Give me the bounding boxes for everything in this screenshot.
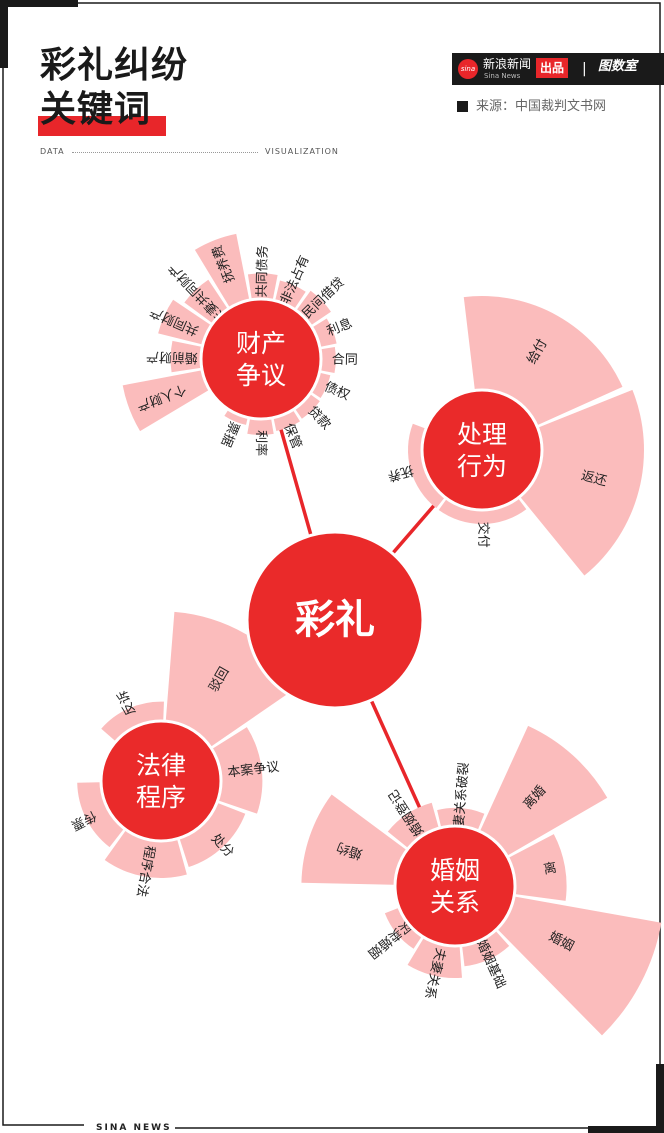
keyword-label: 反诉 xyxy=(115,688,139,718)
keyword-label: 合同 xyxy=(332,352,358,367)
keyword-petal xyxy=(184,279,231,326)
keyword-petal xyxy=(494,895,662,1036)
keyword-petal xyxy=(478,725,608,858)
keyword-label: 本案争议 xyxy=(227,760,280,781)
page-title-line1: 彩礼纠纷 xyxy=(40,45,189,86)
keyword-petal xyxy=(504,834,567,901)
brand-separator: | xyxy=(582,61,587,77)
keyword-petal xyxy=(101,701,164,745)
keyword-petal xyxy=(461,927,510,967)
keyword-petal xyxy=(301,794,411,885)
source-text: 来源：中国裁判文书网 xyxy=(476,99,607,114)
hub-circle-marriage xyxy=(393,824,517,948)
keyword-petal xyxy=(307,371,331,398)
hub-label-line1: 处理 xyxy=(457,420,507,449)
brand-name: 新浪新闻 xyxy=(483,57,532,71)
keyword-label: 债权 xyxy=(322,379,352,404)
keyword-label: 抚养 xyxy=(386,462,415,484)
keyword-petal xyxy=(77,782,127,848)
keyword-label: 离 xyxy=(542,860,558,878)
hub-group-property: 个人财产婚前财产共同财产夫妻共同财产抚养费共同债务非法占有民间借贷利息合同债权贷… xyxy=(122,233,358,456)
keyword-label: 婚前财产 xyxy=(146,348,198,365)
keyword-label: 票据 xyxy=(218,419,242,449)
hub-label-line2: 程序 xyxy=(136,783,186,812)
hub-label-line2: 行为 xyxy=(457,452,507,481)
keyword-petal xyxy=(208,727,263,814)
hub-label-line1: 婚姻 xyxy=(430,856,480,885)
hub-circle-property xyxy=(199,297,323,421)
page-title-line2: 关键词 xyxy=(40,89,152,130)
dotted-divider xyxy=(72,152,258,153)
brand-tag: 出品 xyxy=(536,58,569,78)
hub-label-line2: 争议 xyxy=(236,361,286,390)
keyword-petal xyxy=(122,369,213,432)
keyword-label: 共同债务 xyxy=(254,245,271,297)
visualization-tag: VISUALIZATION xyxy=(265,147,339,156)
keyword-petal xyxy=(292,391,320,419)
keyword-petal xyxy=(247,273,278,305)
center-circle xyxy=(245,530,425,710)
hub-label-line2: 关系 xyxy=(430,888,480,917)
keyword-label: 夫妻关系破裂 xyxy=(451,762,472,841)
keyword-petal xyxy=(165,611,301,750)
hub-group-marriage: 婚约婚姻登记夫妻关系破裂离婚离婚姻婚姻基础夫妻关系买卖婚姻婚姻关系 xyxy=(301,725,662,1036)
hub-circle-handling xyxy=(420,388,544,512)
title-highlight-bar xyxy=(38,116,166,136)
hub-label-line1: 财产 xyxy=(236,329,286,358)
data-tag: DATA xyxy=(40,147,65,156)
keyword-petal xyxy=(387,802,440,851)
brand-name-en: Sina News xyxy=(484,72,521,80)
keyword-petal xyxy=(384,906,425,949)
keyword-petal xyxy=(158,299,215,346)
source-square-icon xyxy=(457,101,468,112)
sina-logo-icon: sina xyxy=(458,59,478,79)
keyword-label: 交付 xyxy=(475,522,491,548)
center-label: 彩礼 xyxy=(295,597,375,643)
keyword-label: 返还 xyxy=(579,468,608,489)
keyword-petal xyxy=(518,389,645,576)
keyword-label: 利息 xyxy=(324,315,354,339)
hub-circle-law xyxy=(99,719,223,843)
hub-label-line1: 法律 xyxy=(136,751,186,780)
studio-logo: 图数室 xyxy=(598,59,638,74)
footer-brand: SINA NEWS xyxy=(96,1123,172,1133)
keyword-petal xyxy=(178,801,246,868)
keyword-petal xyxy=(194,233,251,312)
keyword-petal xyxy=(170,340,207,373)
keyword-label: 利率 xyxy=(253,430,269,456)
